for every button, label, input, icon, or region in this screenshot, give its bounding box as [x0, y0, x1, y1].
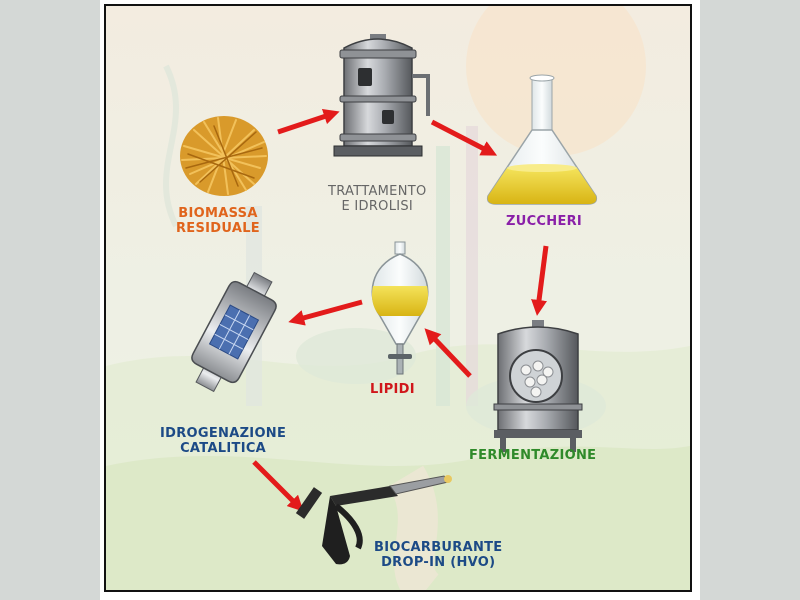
- label-hydrogenation: IDROGENAZIONE CATALITICA: [160, 426, 286, 456]
- label-lipids: LIPIDI: [370, 382, 415, 397]
- fuel-nozzle-icon: [295, 475, 452, 565]
- label-biomass-line2: RESIDUALE: [176, 221, 260, 236]
- straw-icon: [180, 116, 268, 196]
- label-treatment-line1: TRATTAMENTO: [328, 184, 427, 199]
- arrow-fermentation-to-lipids: [424, 328, 472, 378]
- arrow-lipids-to-hydrogenation: [288, 299, 363, 326]
- label-hydrogenation-line2: CATALITICA: [180, 441, 267, 456]
- label-hydrogenation-line1: IDROGENAZIONE: [160, 426, 287, 441]
- arrow-biomass-to-treatment: [277, 108, 340, 135]
- label-fermentation: FERMENTAZIONE: [469, 448, 596, 463]
- label-biomass: BIOMASSA RESIDUALE: [176, 206, 260, 236]
- fermenter-icon: [493, 320, 583, 452]
- arrow-hydrogenation-to-biofuel: [252, 460, 304, 512]
- label-sugars: ZUCCHERI: [506, 214, 582, 229]
- label-sugars-line1: ZUCCHERI: [506, 214, 583, 229]
- reactor-icon: [333, 34, 430, 157]
- flask-icon: [486, 74, 598, 205]
- label-lipids-line1: LIPIDI: [370, 382, 415, 397]
- label-biofuel-line1: BIOCARBURANTE: [374, 540, 503, 555]
- diagram-frame: BIOMASSA RESIDUALE TRATTAMENTO E IDROLIS…: [104, 4, 692, 592]
- arrow-sugars-to-fermentation: [531, 245, 549, 316]
- catalytic-converter-icon: [191, 271, 277, 393]
- label-biofuel: BIOCARBURANTE DROP-IN (HVO): [374, 540, 502, 570]
- separatory-funnel-icon: [371, 241, 429, 375]
- process-diagram: [106, 6, 690, 590]
- label-treatment: TRATTAMENTO E IDROLISI: [328, 184, 427, 214]
- label-treatment-line2: E IDROLISI: [341, 199, 414, 214]
- flow-arrows: [252, 108, 549, 512]
- label-fermentation-line1: FERMENTAZIONE: [469, 448, 597, 463]
- arrow-treatment-to-sugars: [430, 119, 498, 156]
- label-biomass-line1: BIOMASSA: [178, 206, 258, 221]
- label-biofuel-line2: DROP-IN (HVO): [381, 555, 496, 570]
